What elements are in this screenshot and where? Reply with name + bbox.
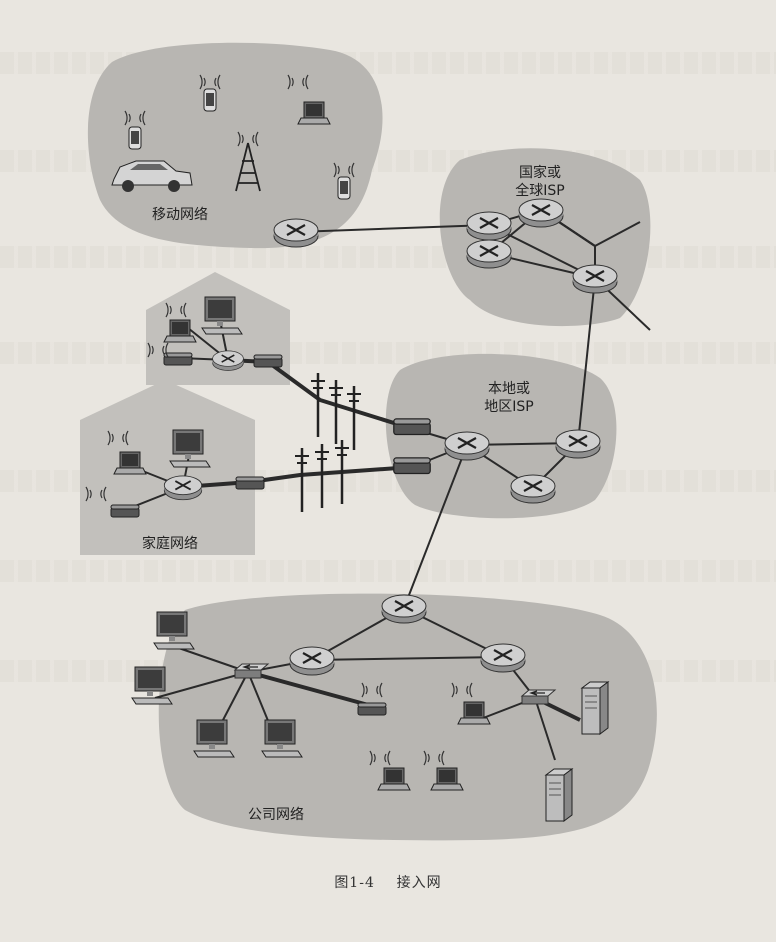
modem-icon [393,418,431,436]
figure-caption: 图1-4 接入网 [0,872,776,892]
home-network-label: 家庭网络 [142,536,198,552]
utility-pole-icon [313,442,331,510]
modem-icon [253,354,283,368]
router-icon [380,593,428,625]
server-icon [545,768,573,822]
phone-icon [337,176,351,200]
router-icon [554,428,602,460]
utility-pole-icon [345,384,363,452]
utility-pole-icon [327,378,345,446]
figure-title: 接入网 [396,875,442,891]
modem-icon [357,702,387,716]
router-icon [517,197,565,229]
mobile-network-label: 移动网络 [152,207,208,223]
router-icon [288,645,336,677]
cell-tower-icon [235,131,261,192]
router-icon [443,430,491,462]
utility-pole-icon [309,371,327,439]
phone-icon [128,126,142,150]
router-icon [509,473,557,505]
regional-isp-cloud [385,353,617,519]
home-network-house [80,380,255,555]
national-isp-label: 国家或 全球ISP [515,165,565,199]
car-icon [111,160,193,192]
enterprise-network-label: 公司网络 [248,807,304,823]
figure-number: 图1-4 [334,875,375,891]
modem-icon [235,476,265,490]
server-icon [581,681,609,735]
bleed-through-text [0,560,776,582]
phone-icon [203,88,217,112]
modem-icon [110,504,140,518]
access-network-diagram [80,42,657,841]
router-icon [465,238,513,270]
modem-icon [163,352,193,366]
router-icon [479,642,527,674]
enterprise-network-cloud [158,593,657,841]
router-icon [571,263,619,295]
router-icon [163,475,203,501]
modem-icon [393,457,431,475]
router-icon [465,210,513,242]
mobile-network-cloud [87,42,383,249]
utility-pole-icon [293,446,311,514]
router-icon [211,350,245,372]
regional-isp-label: 本地或 地区ISP [484,381,534,415]
router-icon [272,217,320,249]
